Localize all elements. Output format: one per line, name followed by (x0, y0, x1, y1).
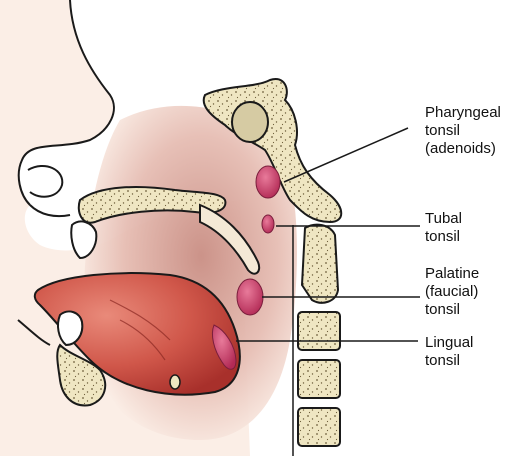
pharyngeal-label-line3: (adenoids) (425, 140, 496, 157)
tubal-label-line2: tonsil (425, 228, 460, 245)
lower-tooth (57, 310, 84, 347)
tongue-fold (109, 299, 171, 361)
hard-palate (77, 186, 227, 224)
soft-palate (199, 203, 261, 275)
palatine-label-line1: Palatine (425, 265, 479, 282)
tubal-tonsil (261, 214, 275, 234)
palatine-label-line3: tonsil (425, 301, 460, 318)
pharyngeal-label-line1: Pharyngeal (425, 104, 501, 121)
lower-lip (17, 319, 51, 346)
hyoid-bone (169, 374, 181, 390)
pharyngeal-label-line2: tonsil (425, 122, 460, 139)
sphenoid-sinus (231, 101, 269, 143)
nostril (27, 165, 64, 198)
lingual-tonsil (211, 324, 237, 370)
cervical-vertebrae (292, 223, 341, 456)
pharyngeal-leader-line (283, 127, 409, 183)
palatine-tonsil (236, 278, 264, 316)
mandible-bone (56, 343, 107, 407)
pharyngeal-tonsil (255, 165, 281, 199)
palatine-label-line2: (faucial) (425, 283, 478, 300)
upper-tooth (70, 220, 98, 260)
tongue (33, 272, 241, 396)
upper-lip (29, 204, 71, 218)
lingual-label-line2: tonsil (425, 352, 460, 369)
tubal-label-line1: Tubal (425, 210, 462, 227)
lingual-label-line1: Lingual (425, 334, 473, 351)
